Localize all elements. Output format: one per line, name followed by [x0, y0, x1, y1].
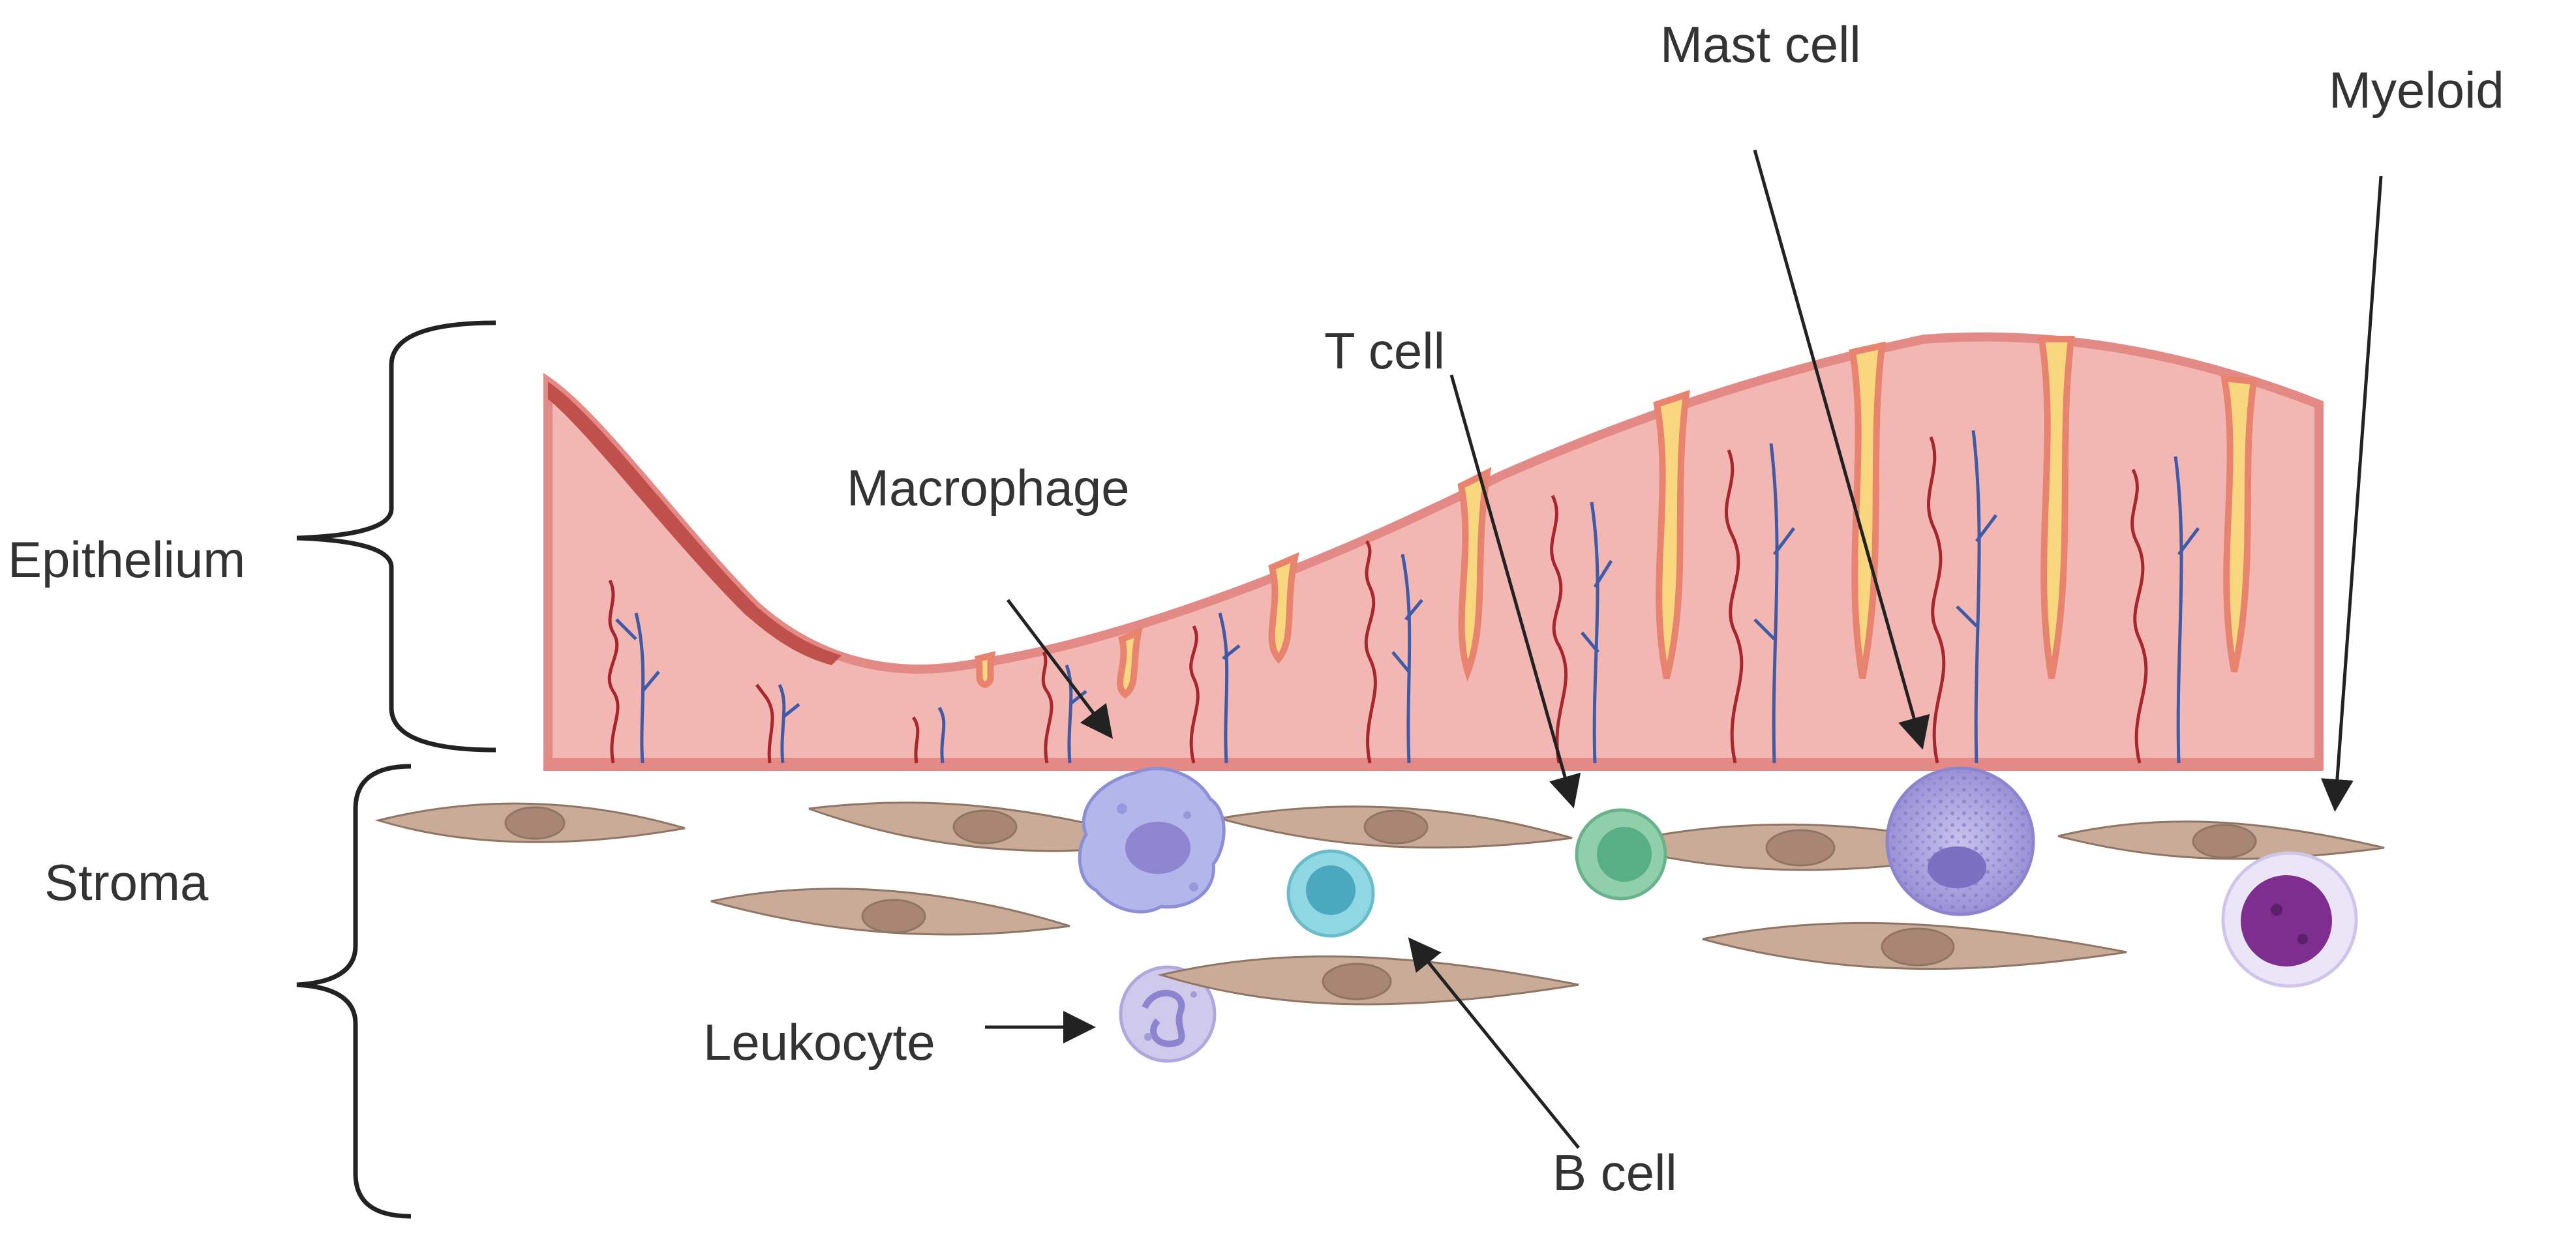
fibroblast-nucleus [504, 806, 566, 840]
leukocyte-cell [1119, 965, 1217, 1063]
leukocyte-label: Leukocyte [703, 1013, 935, 1071]
b-cell [1286, 849, 1375, 938]
mast-cell-arrow [1753, 149, 1930, 750]
epithelium-tissue [543, 332, 2324, 771]
macrophage-arrow [1007, 599, 1114, 739]
fibroblast-nucleus [2192, 824, 2257, 859]
mast-cell-label: Mast cell [1660, 16, 1861, 73]
mast-cell [1885, 766, 2035, 916]
myeloid-cell [2221, 851, 2358, 988]
macrophage-cell [1078, 767, 1226, 914]
fibroblasts-front [1157, 955, 1579, 1006]
gland-crypts [974, 336, 2258, 699]
t-cell [1575, 808, 1667, 901]
b-cell-label: B cell [1553, 1144, 1677, 1201]
epithelium-brace [296, 320, 496, 753]
fibroblast-nucleus [1322, 963, 1392, 1000]
veins [615, 430, 2200, 764]
stroma-label: Stroma [44, 854, 209, 911]
myeloid-arrow [2320, 175, 2383, 812]
stroma-brace [296, 764, 412, 1219]
fibroblasts [374, 801, 2385, 970]
t-cell-label: T cell [1324, 322, 1445, 380]
fibroblast-nucleus [1765, 829, 1836, 867]
epithelium-dark-edge [548, 382, 841, 665]
fibroblast-nucleus [861, 899, 926, 934]
pointer-arrows [985, 149, 2383, 1149]
t-cell-arrow [1449, 374, 1581, 809]
macrophage-label: Macrophage [847, 459, 1130, 517]
epithelium-label: Epithelium [8, 531, 245, 588]
fibroblast-nucleus [1881, 927, 1955, 966]
fibroblast-nucleus [1363, 809, 1429, 845]
myeloid-label: Myeloid [2329, 61, 2504, 119]
arteries [607, 436, 2148, 764]
b-cell-arrow [1408, 937, 1580, 1149]
fibroblast-nucleus [952, 809, 1018, 845]
